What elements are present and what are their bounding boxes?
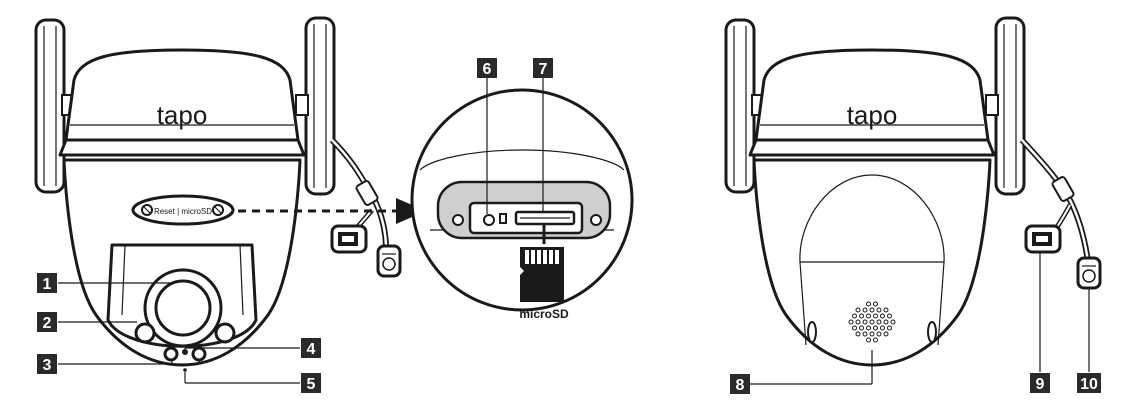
back-camera: tapo [724, 16, 1102, 385]
speaker-hole [880, 313, 885, 319]
svg-text:10: 10 [1080, 376, 1098, 393]
speaker-hole [862, 307, 868, 313]
detail-magnifier: microSD [410, 78, 634, 321]
speaker-hole [869, 307, 875, 313]
speaker-hole [887, 313, 892, 319]
front-camera: tapo Reset | microSD [34, 16, 426, 384]
speaker-hole [855, 331, 861, 337]
speaker-grille-icon [848, 301, 896, 343]
speaker-hole [866, 301, 871, 307]
callout-9: 9 [1030, 373, 1050, 393]
speaker-hole [890, 319, 896, 325]
back-cable [1019, 137, 1102, 290]
svg-text:7: 7 [539, 61, 548, 78]
left-spotlight-icon [134, 322, 156, 344]
left-ir-led-icon [163, 346, 179, 362]
callout-3: 3 [37, 354, 57, 374]
back-body [752, 158, 992, 367]
microsd-card-icon [520, 247, 564, 302]
right-spotlight-icon [214, 322, 236, 344]
zoom-arrow [238, 198, 426, 224]
front-left-antenna [34, 18, 75, 194]
speaker-hole [869, 331, 875, 337]
slot-cover-text: Reset | microSD [154, 207, 212, 216]
speaker-hole [855, 319, 861, 325]
svg-text:9: 9 [1036, 376, 1045, 393]
speaker-hole [883, 307, 889, 313]
ethernet-connector-icon [330, 224, 368, 254]
speaker-hole [883, 319, 889, 325]
speaker-hole [873, 313, 878, 319]
callout-5: 5 [301, 373, 321, 393]
speaker-hole [852, 313, 857, 319]
callout-6: 6 [477, 58, 497, 78]
speaker-hole [862, 319, 868, 325]
svg-text:4: 4 [307, 341, 316, 358]
speaker-hole [866, 325, 871, 331]
front-leader-lines [58, 282, 300, 384]
speaker-hole [848, 319, 854, 325]
svg-text:3: 3 [43, 357, 52, 374]
callout-10: 10 [1077, 373, 1101, 393]
speaker-hole [866, 337, 871, 343]
speaker-hole [873, 337, 878, 343]
callout-1: 1 [37, 273, 57, 293]
front-right-antenna [295, 16, 336, 196]
slot-cover: Reset | microSD [131, 194, 235, 226]
speaker-hole [887, 325, 892, 331]
svg-text:5: 5 [307, 376, 316, 393]
microsd-label: microSD [519, 307, 569, 321]
speaker-hole [859, 313, 864, 319]
speaker-hole [876, 307, 882, 313]
back-ethernet-connector-icon [1024, 224, 1062, 254]
speaker-hole [880, 325, 885, 331]
speaker-hole [873, 325, 878, 331]
speaker-hole [862, 331, 868, 337]
back-right-antenna [985, 16, 1026, 196]
callout-4: 4 [301, 338, 321, 358]
back-brand-logo: tapo [847, 100, 898, 130]
right-ir-led-icon [191, 346, 207, 362]
callout-7: 7 [533, 58, 553, 78]
speaker-hole [883, 331, 889, 337]
microsd-mark-icon [499, 213, 507, 224]
speaker-hole [866, 313, 871, 319]
speaker-hole [873, 301, 878, 307]
svg-text:6: 6 [483, 61, 492, 78]
microphone-icon [183, 368, 187, 372]
svg-text:2: 2 [43, 315, 52, 332]
svg-text:8: 8 [736, 377, 745, 394]
speaker-hole [876, 331, 882, 337]
front-brand-logo: tapo [157, 100, 208, 130]
front-top-dome: tapo [58, 48, 306, 157]
back-top-dome: tapo [748, 48, 996, 157]
front-body: Reset | microSD [62, 158, 302, 372]
speaker-hole [852, 325, 857, 331]
back-leader-lines [750, 252, 1090, 385]
callout-8: 8 [730, 374, 750, 394]
speaker-hole [855, 307, 861, 313]
speaker-hole [859, 325, 864, 331]
back-power-connector-icon [1076, 256, 1102, 290]
front-cable [329, 137, 402, 278]
microsd-slot-panel [436, 180, 612, 240]
camera-lens-icon [154, 279, 212, 337]
speaker-hole [869, 319, 875, 325]
callout-2: 2 [37, 312, 57, 332]
svg-text:1: 1 [43, 276, 52, 293]
reset-button-icon [483, 214, 495, 226]
speaker-hole [876, 319, 882, 325]
power-connector-icon [376, 244, 402, 278]
